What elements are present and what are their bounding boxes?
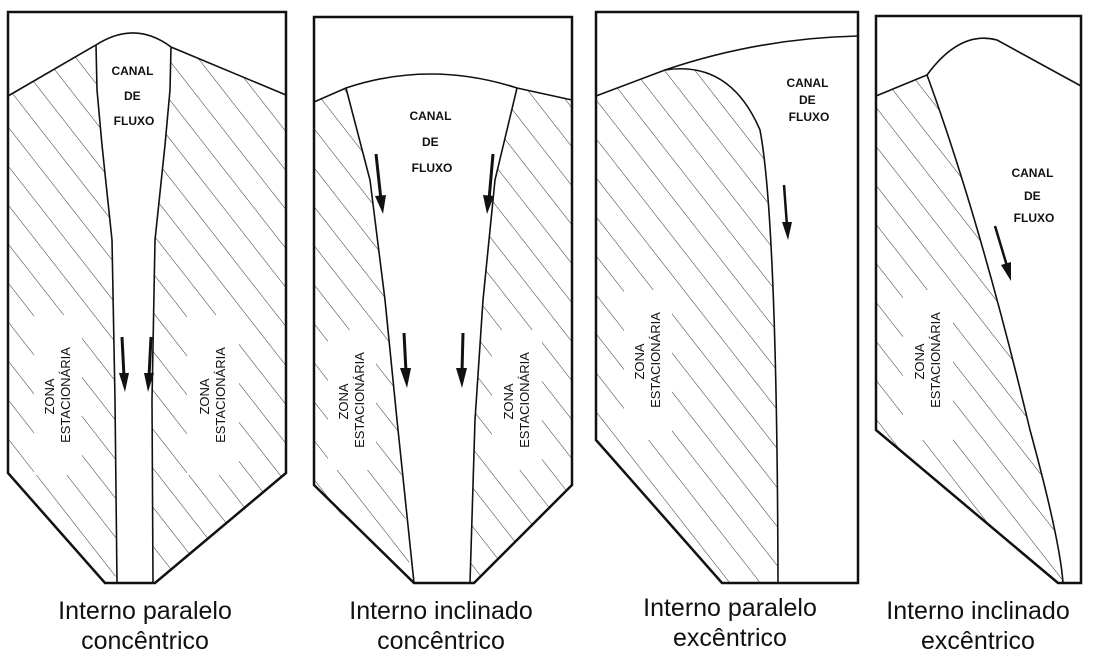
flow-arrow [400, 332, 411, 388]
caption-line-2: excêntrico [921, 627, 1035, 655]
caption-line-2: concêntrico [377, 627, 505, 655]
silo-outline [874, 14, 1083, 585]
flow-channel-edge [926, 74, 1064, 584]
flow-arrow [456, 332, 467, 388]
caption-line-1: Interno inclinado [886, 597, 1070, 625]
caption-panel-4: Interno inclinado excêntrico [853, 596, 1103, 656]
panel-interno-paralelo-concentrico: CANAL DE FLUXO ZONA ESTACIONÁRIA ZONA ES… [6, 10, 288, 585]
flow-channel-right-edge [151, 46, 172, 584]
silo-cap-curve [7, 32, 287, 97]
flow-arrow [374, 153, 386, 214]
stationary-zone-label: ZONA ESTACIONÁRIA [632, 312, 663, 408]
caption-line-2: concêntrico [81, 627, 209, 655]
stationary-zone [876, 75, 1063, 583]
silo-outline [594, 10, 860, 585]
panel-interno-paralelo-excentrico: CANAL DE FLUXO ZONA ESTACIONÁRIA [594, 10, 860, 585]
flow-channel-label: CANAL DE FLUXO [111, 64, 156, 128]
flow-arrow [483, 153, 495, 214]
flow-channel-left-edge [95, 44, 118, 584]
flow-channel-left-edge [345, 87, 415, 584]
stationary-zone-label: ZONA ESTACIONÁRIA [336, 352, 367, 448]
flow-arrow [144, 336, 154, 392]
flow-arrow [782, 184, 792, 240]
flow-channel-label: CANAL DE FLUXO [786, 76, 831, 124]
caption-line-2: excêntrico [673, 624, 787, 652]
caption-panel-2: Interno inclinado concêntrico [316, 596, 566, 656]
stationary-zone-label: ZONA ESTACIONÁRIA [197, 347, 228, 443]
flow-channel-edge [664, 68, 779, 584]
silo-cap-curve [313, 73, 573, 103]
stationary-zone-label: ZONA ESTACIONÁRIA [501, 352, 532, 448]
silo-outline [6, 10, 288, 585]
caption-panel-1: Interno paralelo concêntrico [20, 596, 270, 656]
stationary-zone-label: ZONA ESTACIONÁRIA [42, 347, 73, 443]
panel-interno-inclinado-concentrico: CANAL DE FLUXO ZONA ESTACIONÁRIA ZONA ES… [312, 15, 574, 585]
flow-arrow [119, 336, 129, 392]
silo-cap-curve [595, 35, 859, 97]
flow-arrow [993, 225, 1011, 281]
stationary-zone-label: ZONA ESTACIONÁRIA [912, 312, 943, 408]
flow-channel-label: CANAL DE FLUXO [1011, 166, 1056, 225]
panel-interno-inclinado-excentrico: CANAL DE FLUXO ZONA ESTACIONÁRIA [874, 14, 1083, 585]
caption-line-1: Interno paralelo [643, 594, 817, 622]
caption-line-1: Interno paralelo [58, 597, 232, 625]
flow-channel-label: CANAL DE FLUXO [409, 109, 454, 175]
flow-channel-right-edge [469, 87, 518, 584]
stationary-zone [596, 68, 778, 583]
silo-outline [312, 15, 574, 585]
caption-line-1: Interno inclinado [349, 597, 533, 625]
silo-cap-curve [875, 37, 1082, 97]
caption-panel-3: Interno paralelo excêntrico [605, 593, 855, 653]
